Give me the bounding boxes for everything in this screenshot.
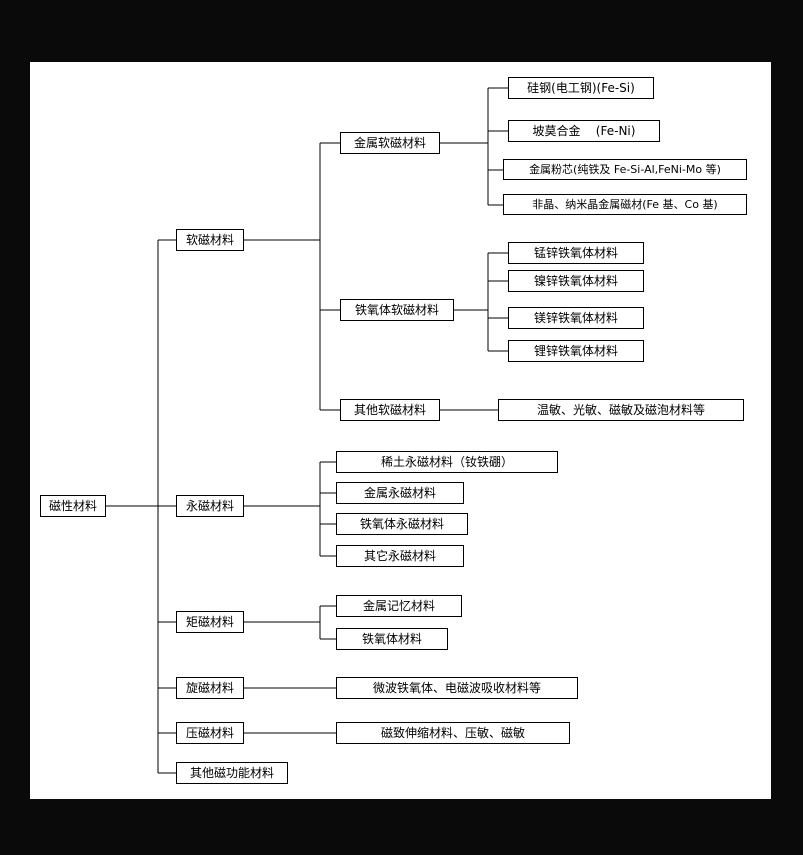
node-lizn-ferrite: 锂锌铁氧体材料 [508, 340, 644, 362]
node-silicon-steel: 硅钢(电工钢)(Fe-Si) [508, 77, 654, 99]
node-other-permanent: 其它永磁材料 [336, 545, 464, 567]
node-nizn-ferrite: 镍锌铁氧体材料 [508, 270, 644, 292]
diagram-canvas [30, 62, 771, 799]
node-ferrite-memory: 铁氧体材料 [336, 628, 448, 650]
node-root-magnetic-materials: 磁性材料 [40, 495, 106, 517]
node-metal-permanent: 金属永磁材料 [336, 482, 464, 504]
node-microwave-ferrite-absorber: 微波铁氧体、电磁波吸收材料等 [336, 677, 578, 699]
node-square-loop-magnetic: 矩磁材料 [176, 611, 244, 633]
node-sensitive-bubble-materials: 温敏、光敏、磁敏及磁泡材料等 [498, 399, 744, 421]
node-metal-soft-magnetic: 金属软磁材料 [340, 132, 440, 154]
node-ferrite-soft-magnetic: 铁氧体软磁材料 [340, 299, 454, 321]
node-permalloy: 坡莫合金 (Fe-Ni) [508, 120, 660, 142]
node-mnzn-ferrite: 锰锌铁氧体材料 [508, 242, 644, 264]
node-metal-memory: 金属记忆材料 [336, 595, 462, 617]
node-rare-earth-permanent: 稀土永磁材料（钕铁硼） [336, 451, 558, 473]
tree-connectors [106, 87, 508, 774]
node-gyromagnetic: 旋磁材料 [176, 677, 244, 699]
node-amorphous-nanocrystalline: 非晶、纳米晶金属磁材(Fe 基、Co 基) [503, 194, 747, 215]
node-mgzn-ferrite: 镁锌铁氧体材料 [508, 307, 644, 329]
node-other-magnetic-functional: 其他磁功能材料 [176, 762, 288, 784]
node-magnetostrictive-sensitive: 磁致伸缩材料、压敏、磁敏 [336, 722, 570, 744]
node-other-soft-magnetic: 其他软磁材料 [340, 399, 440, 421]
node-permanent-magnetic: 永磁材料 [176, 495, 244, 517]
node-piezomagnetic: 压磁材料 [176, 722, 244, 744]
node-ferrite-permanent: 铁氧体永磁材料 [336, 513, 468, 535]
node-soft-magnetic: 软磁材料 [176, 229, 244, 251]
node-metal-powder-core: 金属粉芯(纯铁及 Fe-Si-Al,FeNi-Mo 等) [503, 159, 747, 180]
